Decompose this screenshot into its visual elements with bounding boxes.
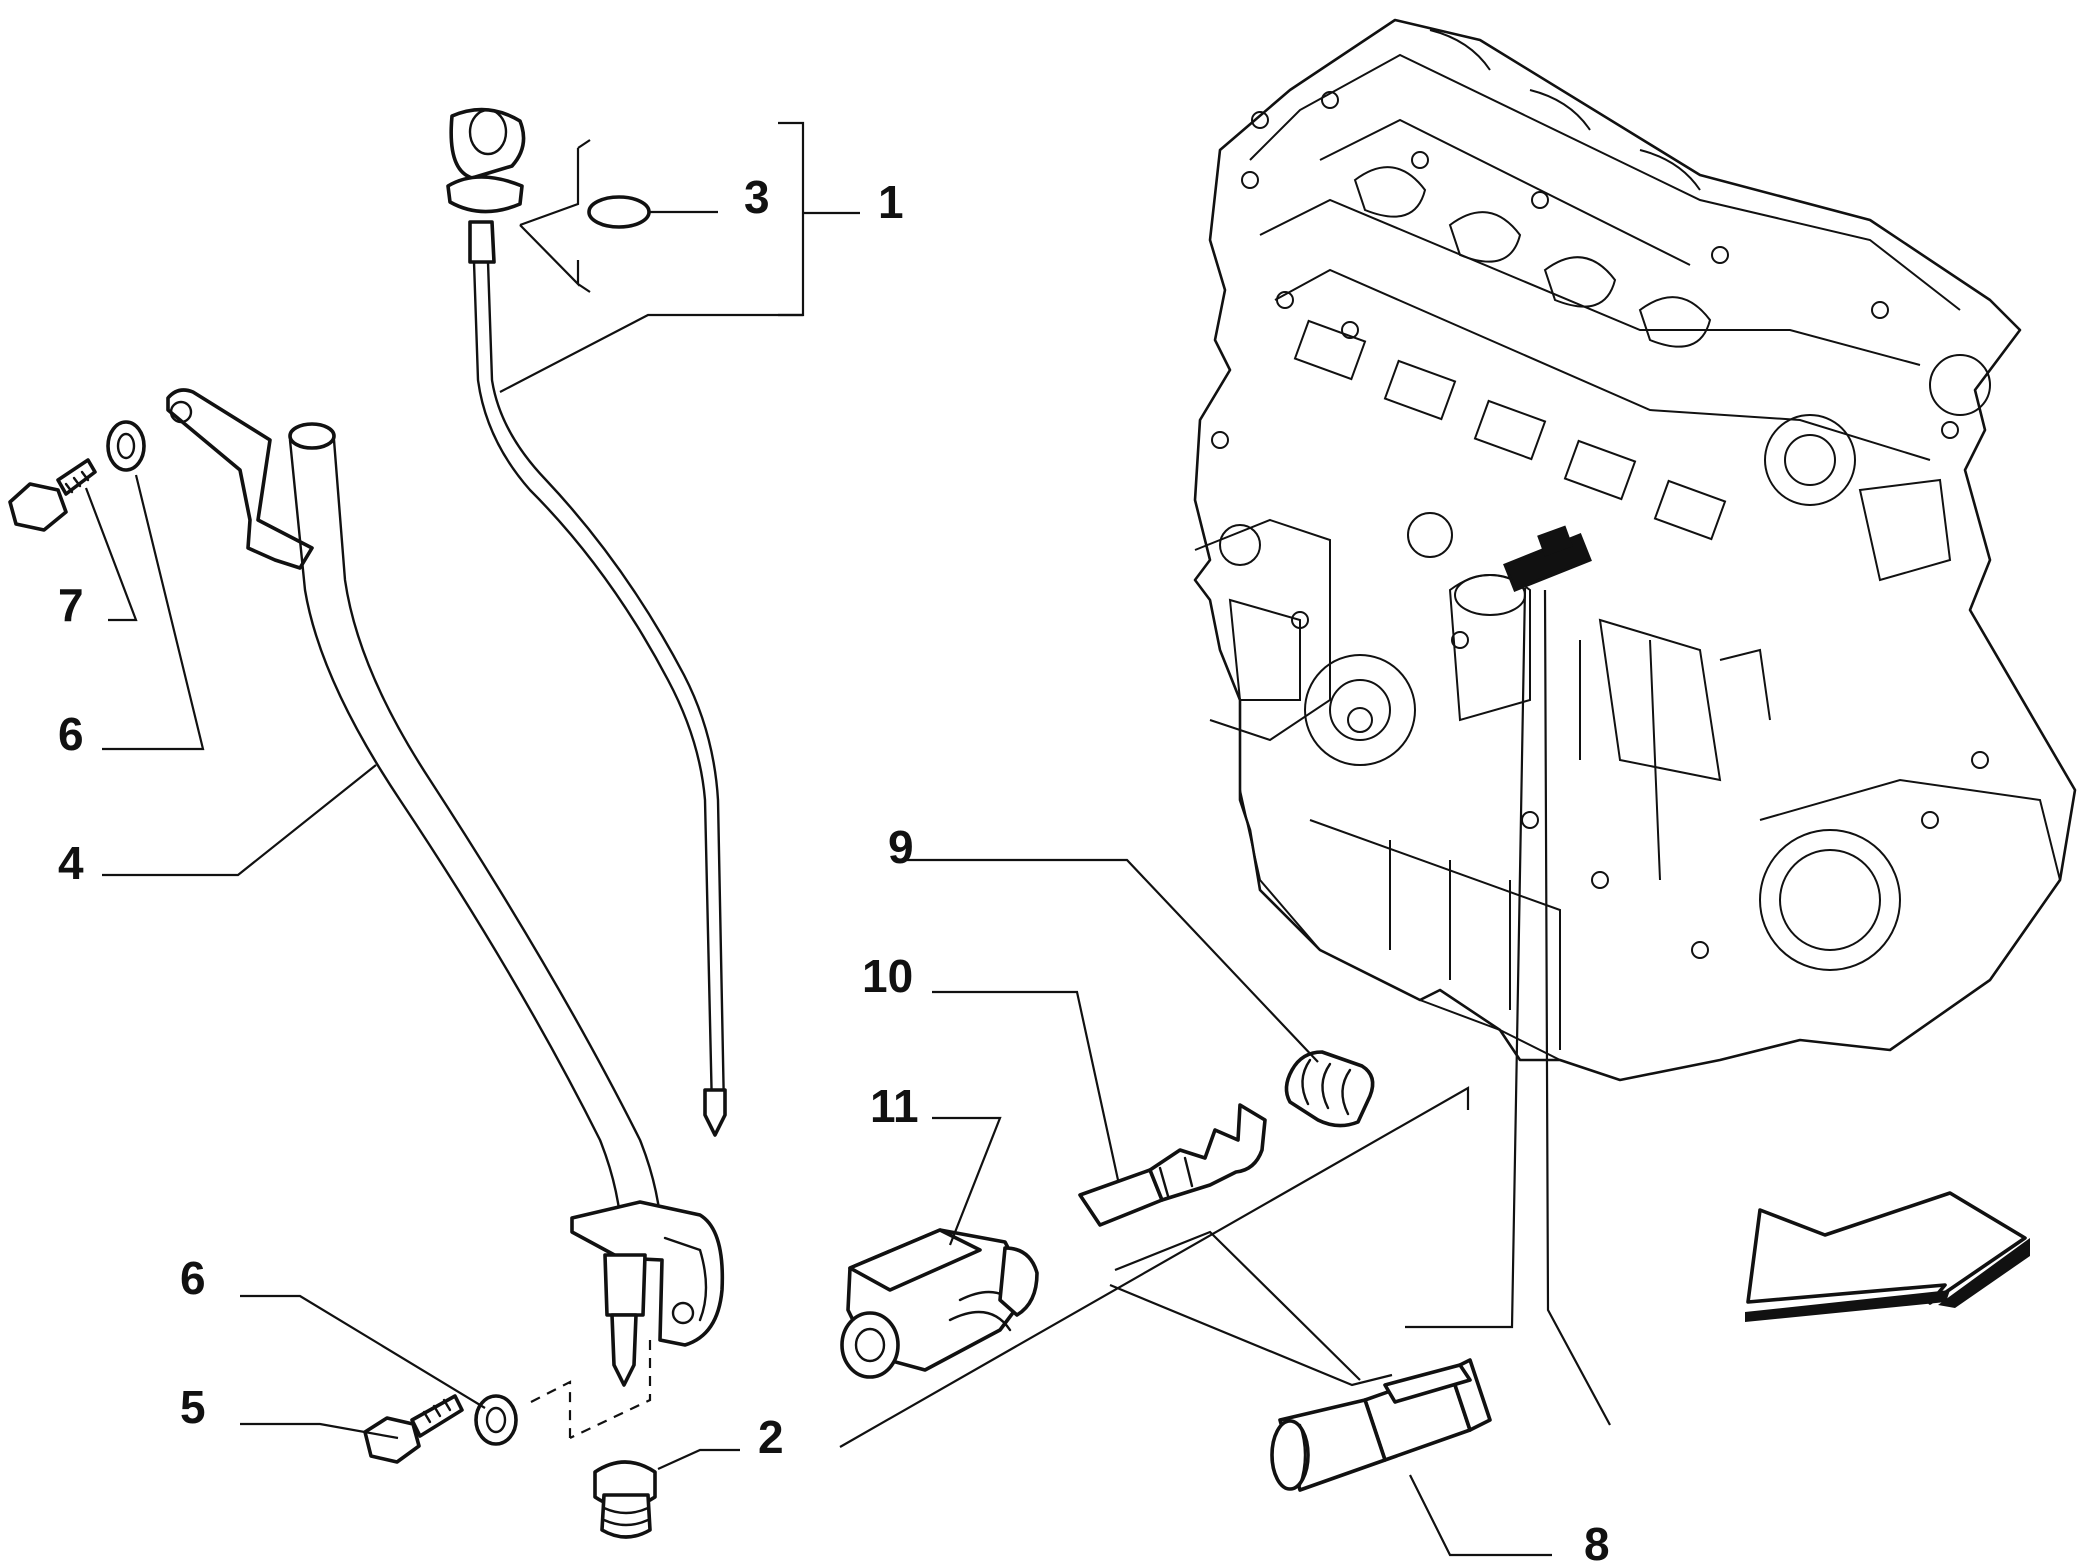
- callout-11: 11: [870, 1080, 919, 1132]
- callout-5: 5: [180, 1381, 206, 1433]
- washer-part-6b: [474, 1394, 518, 1446]
- bolt-part-7: [8, 458, 97, 532]
- engine-block-illustration: [1193, 18, 2077, 1082]
- plug-part-9: [1284, 1050, 1375, 1128]
- callout-1: 1: [878, 176, 904, 228]
- dipstick-part: [446, 107, 727, 1137]
- callout-6a: 6: [58, 708, 84, 760]
- callout-9: 9: [888, 821, 914, 873]
- leader-lines: [84, 121, 1611, 1557]
- callout-3: 3: [744, 171, 770, 223]
- o-ring-part: [587, 195, 651, 229]
- connector-part-11: [840, 1228, 1039, 1379]
- bolt-part-5: [363, 1394, 464, 1464]
- callout-4: 4: [58, 837, 84, 889]
- callout-6b: 6: [180, 1252, 206, 1304]
- dipstick-guide-tube-part: [166, 388, 725, 1387]
- terminal-part-10: [1078, 1103, 1267, 1227]
- sensor-part-8: [1270, 1358, 1492, 1492]
- plug-part-2: [593, 1460, 657, 1539]
- washer-part-6a: [106, 420, 146, 472]
- callout-2: 2: [758, 1411, 784, 1463]
- callout-7: 7: [58, 579, 84, 631]
- callout-8: 8: [1584, 1518, 1610, 1561]
- direction-arrow: [1745, 1191, 2030, 1322]
- callout-10: 10: [862, 950, 913, 1002]
